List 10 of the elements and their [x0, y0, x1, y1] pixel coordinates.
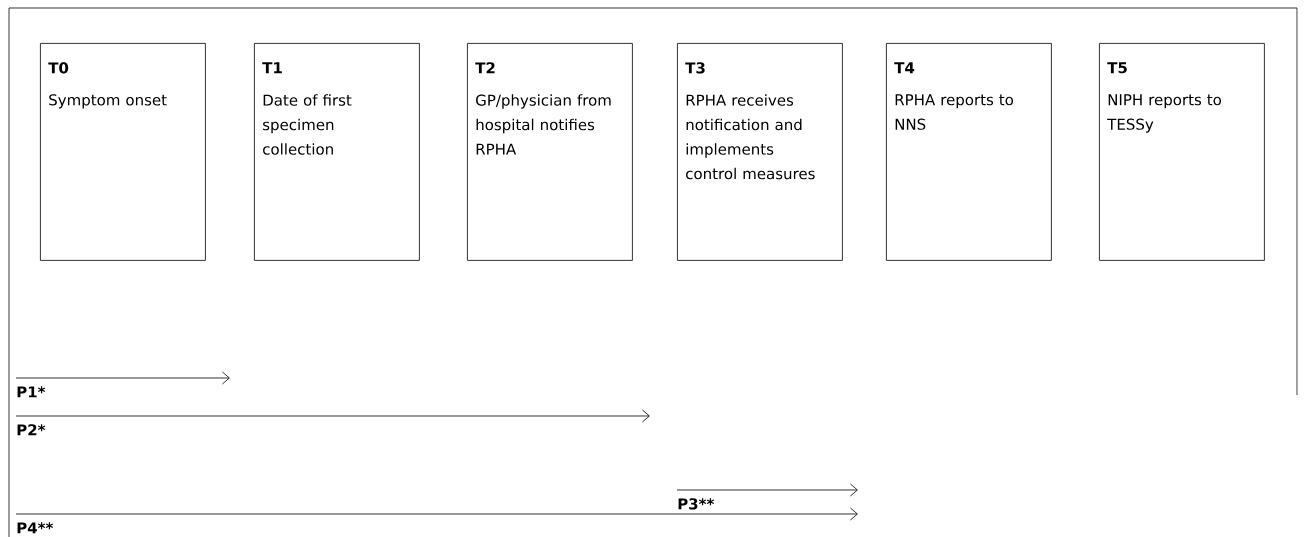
timeline-box: T4 RPHA reports to NNS [886, 43, 1052, 261]
period-label: P1* [17, 386, 46, 398]
timeline-box: T5 NIPH reports to TESSy [1099, 43, 1265, 261]
timeline-box: T0 Symptom onset [40, 43, 206, 261]
period-label: P4** [17, 522, 54, 534]
timeline-box: T1 Date of first specimen collection [254, 43, 420, 261]
period-label: P2* [17, 424, 46, 436]
timeline-box: T3 RPHA receives notification and implements control measures [677, 43, 843, 261]
timeline-box: T2 GP/physician from hospital notifies RPHA [467, 43, 633, 261]
period-label: P3** [678, 498, 715, 510]
